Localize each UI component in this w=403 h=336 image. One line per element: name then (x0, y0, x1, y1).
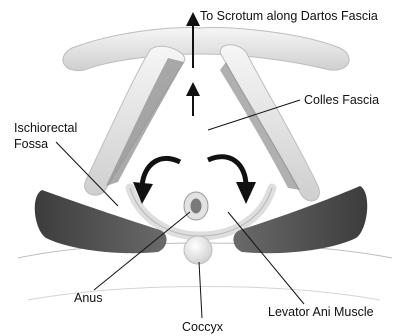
curved-arrow-right-head (236, 182, 256, 204)
coccyx-shape (184, 236, 212, 264)
label-colles-fascia: Colles Fascia (304, 93, 379, 107)
curved-arrow-right (208, 157, 246, 186)
label-scrotum: To Scrotum along Dartos Fascia (200, 9, 378, 23)
up-arrow-upper-head (186, 12, 200, 26)
up-arrow-lower-head (186, 82, 200, 96)
label-fossa: Fossa (14, 137, 48, 151)
superficial-fascia-band (63, 28, 349, 71)
colles-fascia-right-limb (220, 45, 319, 201)
curved-arrow-left (142, 158, 180, 186)
label-coccyx: Coccyx (182, 320, 224, 334)
label-anus: Anus (74, 291, 103, 305)
label-levator-ani-muscle: Levator Ani Muscle (268, 305, 374, 319)
label-ischiorectal: Ischiorectal (14, 121, 77, 135)
leader-coccyx (199, 262, 202, 318)
anus-inner (191, 199, 202, 214)
